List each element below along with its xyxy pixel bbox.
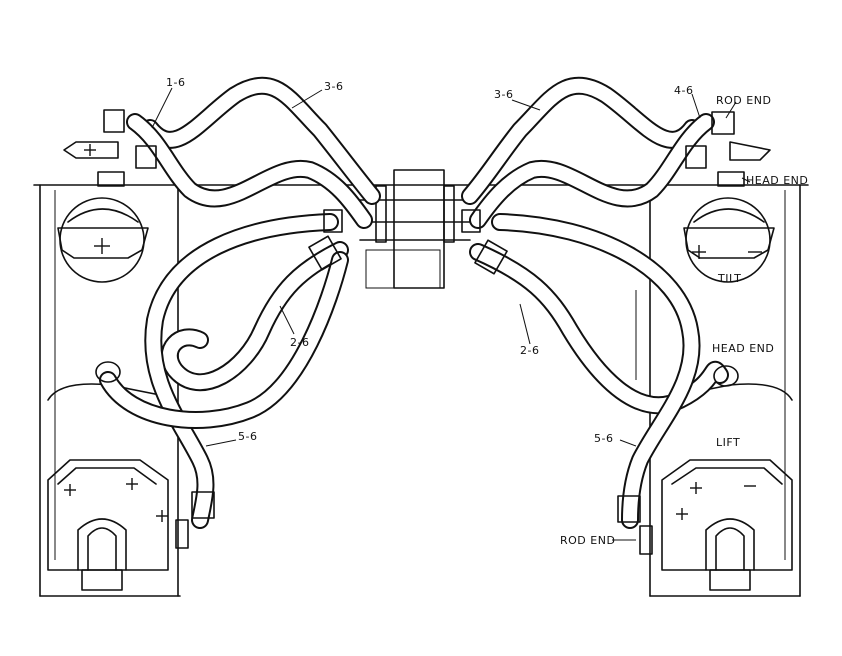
- machine-frame: [33, 184, 809, 597]
- leader-lines: [151, 87, 751, 541]
- right-tilt-cylinder: [683, 141, 775, 283]
- label-hose-2-6-right: 2-6: [520, 344, 539, 357]
- label-hose-3-6-right: 3-6: [494, 88, 513, 101]
- label-rod-end-top: ROD END: [716, 94, 771, 107]
- left-lift-cylinder: [47, 383, 169, 591]
- label-hose-4-6: 4-6: [674, 84, 693, 97]
- label-head-end-top: HEAD END: [746, 174, 808, 187]
- control-valve-manifold: [359, 169, 471, 289]
- right-lift-cylinder: [661, 383, 793, 591]
- label-hose-5-6-left: 5-6: [238, 430, 257, 443]
- fittings: [95, 109, 745, 555]
- label-hose-2-6-left: 2-6: [290, 336, 309, 349]
- left-tilt-cylinder: [57, 141, 149, 283]
- hoses: [99, 76, 729, 529]
- label-tilt: TILT: [717, 272, 741, 285]
- label-hose-1-6: 1-6: [166, 76, 185, 89]
- label-rod-end-bottom: ROD END: [560, 534, 615, 547]
- label-hose-3-6-left: 3-6: [324, 80, 343, 93]
- label-lift: LIFT: [716, 436, 740, 449]
- label-hose-5-6-right: 5-6: [594, 432, 613, 445]
- label-head-end-mid: HEAD END: [712, 342, 774, 355]
- diagram-labels: 1-6 3-6 3-6 4-6 ROD END HEAD END TILT 2-…: [166, 76, 808, 547]
